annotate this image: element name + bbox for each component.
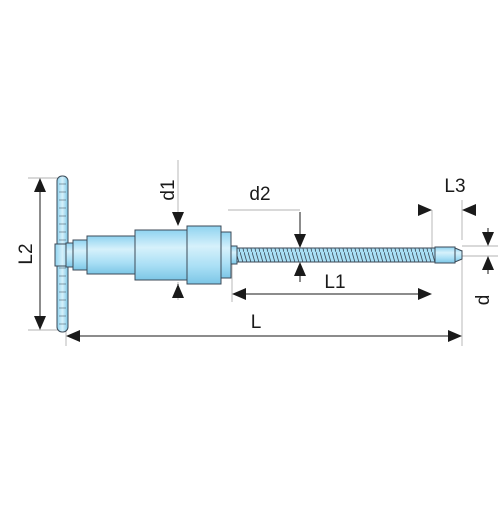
dimension-l1: L1 xyxy=(232,272,432,300)
t-handle xyxy=(54,175,75,333)
dimension-l3: L3 xyxy=(418,176,476,216)
label-l3: L3 xyxy=(444,176,465,197)
dimension-l2: L2 xyxy=(16,178,46,330)
label-d1: d1 xyxy=(158,179,179,200)
label-l2: L2 xyxy=(16,243,37,264)
label-l: L xyxy=(251,312,262,333)
label-l1: L1 xyxy=(324,272,345,293)
threaded-rod xyxy=(236,246,463,264)
label-d2: d2 xyxy=(249,184,270,205)
dimension-l: L xyxy=(66,312,462,342)
dimension-d2: d2 xyxy=(249,184,306,282)
dimension-d: d xyxy=(473,228,494,305)
dimension-d1: d1 xyxy=(158,179,184,298)
tool-body xyxy=(72,225,238,285)
label-d: d xyxy=(473,295,494,306)
